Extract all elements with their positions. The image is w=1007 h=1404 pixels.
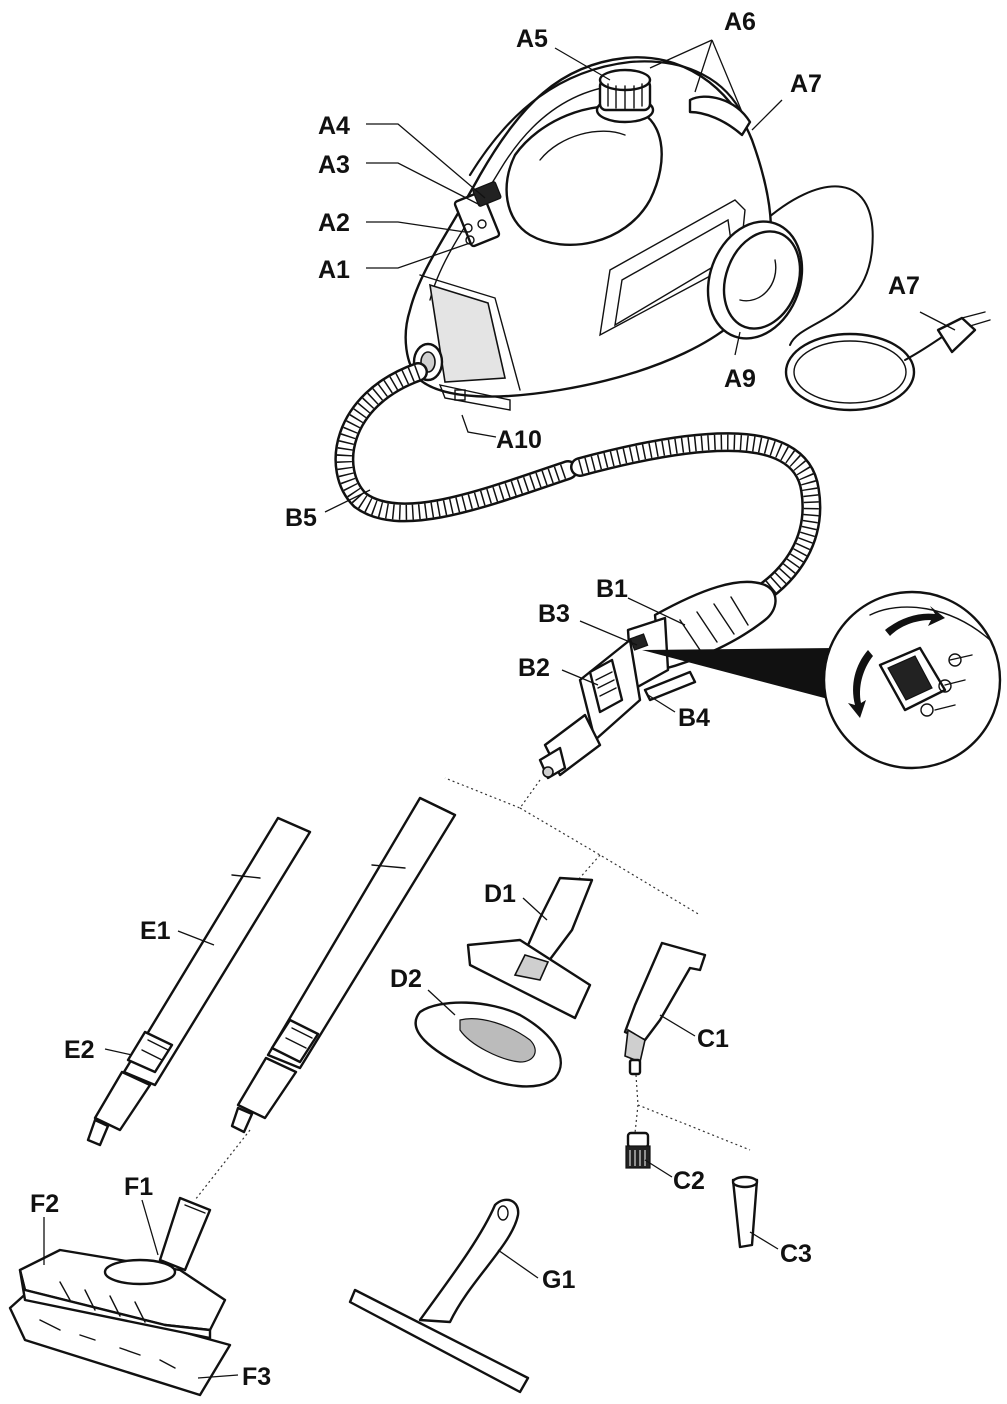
steam-hose — [334, 362, 822, 605]
terry-cloth-cover — [414, 1001, 562, 1088]
label-a9: A9 — [724, 365, 756, 393]
mains-plug — [936, 311, 991, 354]
label-c2: C2 — [673, 1167, 705, 1195]
label-f3: F3 — [242, 1363, 271, 1391]
label-b2: B2 — [518, 654, 550, 682]
label-f1: F1 — [124, 1173, 153, 1201]
label-a4: A4 — [318, 112, 350, 140]
label-e2: E2 — [64, 1036, 95, 1064]
label-b3: B3 — [538, 600, 570, 628]
label-a6: A6 — [724, 8, 756, 36]
leader-lines — [43, 39, 956, 1379]
power-nozzle — [731, 1175, 759, 1249]
label-b4: B4 — [678, 704, 710, 732]
label-a7-unit: A7 — [790, 70, 822, 98]
round-brush — [625, 1131, 651, 1169]
wheel — [706, 220, 804, 340]
label-a2: A2 — [318, 209, 350, 237]
extension-tube-right — [230, 796, 457, 1134]
steam-gun — [538, 580, 777, 780]
label-a3: A3 — [318, 151, 350, 179]
part-labels: A4 A3 A2 A1 A5 A6 A7 A7 A9 A10 B5 B1 B3 … — [30, 8, 920, 1391]
window-squeegee — [348, 1198, 530, 1394]
label-a10: A10 — [496, 426, 542, 454]
boiler-cap — [595, 68, 655, 124]
point-nozzle — [623, 941, 707, 1076]
label-f2: F2 — [30, 1190, 59, 1218]
connection-lines — [194, 777, 751, 1201]
label-d2: D2 — [390, 965, 422, 993]
label-a7-plug: A7 — [888, 272, 920, 300]
label-b5: B5 — [285, 504, 317, 532]
switch-detail-callout — [642, 590, 1002, 770]
extension-tube-left — [86, 816, 312, 1147]
label-c3: C3 — [780, 1240, 812, 1268]
label-g1: G1 — [542, 1266, 575, 1294]
label-e1: E1 — [140, 917, 171, 945]
label-d1: D1 — [484, 880, 516, 908]
label-b1: B1 — [596, 575, 628, 603]
label-c1: C1 — [697, 1025, 729, 1053]
control-panel — [453, 181, 502, 248]
steam-cleaner-body — [404, 56, 991, 412]
hand-nozzle — [466, 876, 594, 1020]
label-a5: A5 — [516, 25, 548, 53]
floor-nozzle — [18, 1196, 227, 1340]
label-a1: A1 — [318, 256, 350, 284]
